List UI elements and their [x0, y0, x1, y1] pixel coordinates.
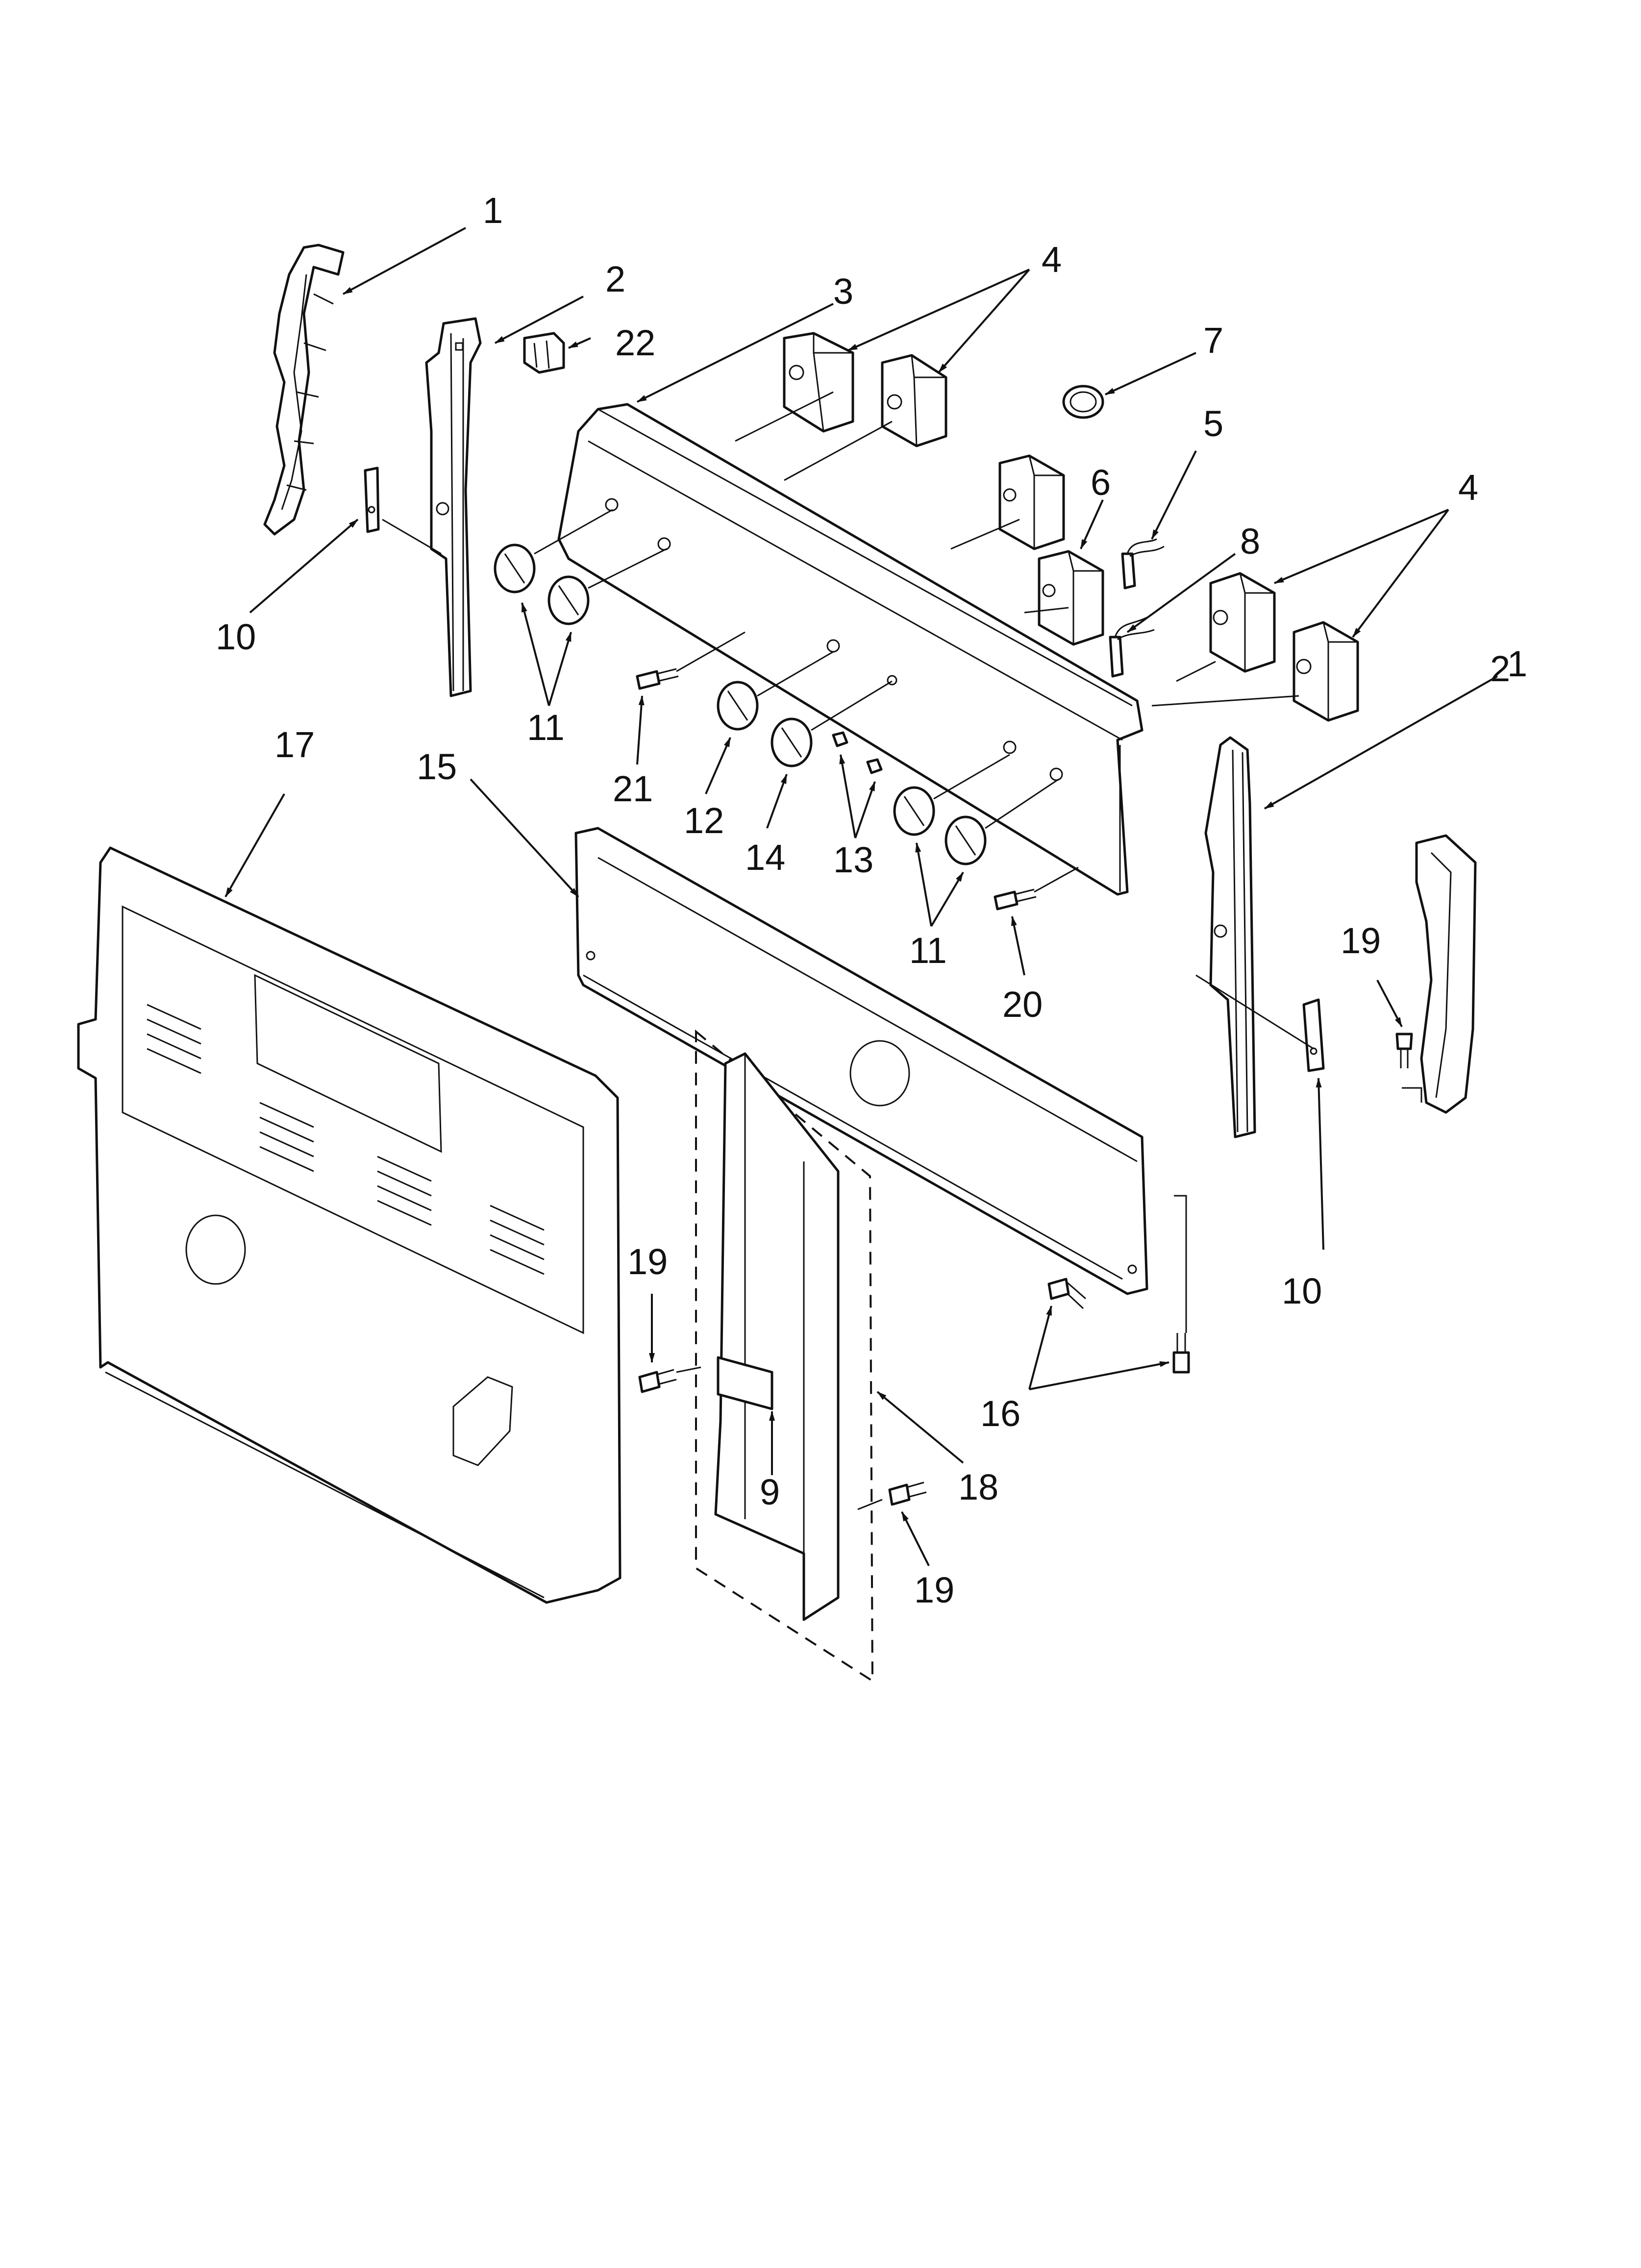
callout-7: 7 — [1203, 320, 1223, 361]
wiring-cover-part — [714, 1052, 840, 1621]
clip-part — [523, 332, 565, 374]
callout-2-right: 2 — [1490, 648, 1510, 689]
leader-lines — [224, 227, 1498, 1566]
small-clip-left-part — [364, 467, 380, 533]
callout-1-right: 1 — [1507, 643, 1527, 684]
screw-19-bottom-part — [888, 1481, 927, 1506]
knob-11-left-a — [494, 543, 536, 593]
callout-10-left: 10 — [216, 616, 256, 657]
callout-22: 22 — [615, 322, 655, 363]
screw-16-upper-part — [1047, 1278, 1086, 1309]
side-bracket-right-part — [1204, 736, 1256, 1138]
screw-16-lower-part — [1172, 1195, 1190, 1374]
callout-9: 9 — [760, 1472, 780, 1512]
callout-15: 15 — [417, 746, 457, 787]
rear-panel-part — [77, 846, 622, 1604]
small-clip-right-part — [1302, 998, 1325, 1072]
end-cap-left-part — [263, 244, 345, 536]
callout-19-right: 19 — [1341, 920, 1381, 961]
wire-harness-upper-part — [1121, 538, 1165, 590]
knob-14 — [771, 717, 813, 767]
infinite-switch-part — [998, 454, 1065, 550]
knob-set — [494, 543, 987, 865]
wire-harness-lower-part — [1109, 616, 1155, 678]
callout-16: 16 — [980, 1393, 1020, 1434]
infinite-switch-lower-part — [1038, 550, 1104, 646]
knob-11-right-a — [893, 786, 935, 836]
callout-19-left: 19 — [627, 1241, 668, 1282]
callout-20: 20 — [1002, 984, 1043, 1025]
callout-4-right: 4 — [1458, 467, 1478, 508]
callout-18: 18 — [958, 1467, 998, 1507]
callout-5: 5 — [1203, 403, 1223, 444]
knob-11-left-b — [547, 575, 590, 625]
knob-12 — [717, 681, 759, 731]
callout-3: 3 — [833, 271, 853, 312]
callout-11-left: 11 — [527, 707, 565, 748]
screw-19-right-part — [1395, 1033, 1422, 1103]
ring-part — [1062, 385, 1104, 419]
control-switch-right-lower-part — [1293, 621, 1359, 722]
callout-19-bottom: 19 — [914, 1570, 954, 1610]
callout-12: 12 — [684, 800, 724, 841]
callout-4-top: 4 — [1042, 239, 1062, 280]
callout-labels: 1 1 2 2 3 4 4 5 6 7 8 9 10 10 11 11 12 1… — [216, 190, 1527, 1610]
control-switch-upper-left-part — [783, 332, 854, 433]
callout-13: 13 — [833, 839, 873, 880]
trim-rail-part — [574, 827, 1148, 1295]
screw-21-part — [636, 668, 679, 690]
callout-2-left: 2 — [605, 259, 625, 299]
screw-20-part — [994, 888, 1037, 911]
side-bracket-left-part — [425, 317, 482, 697]
callout-14: 14 — [745, 837, 785, 878]
indicator-pins-part — [832, 731, 883, 774]
callout-10-right: 10 — [1282, 1271, 1322, 1311]
callout-21: 21 — [613, 768, 653, 809]
callout-6: 6 — [1091, 462, 1111, 503]
callout-1-left: 1 — [483, 190, 503, 231]
end-cap-right-part — [1415, 834, 1477, 1114]
screw-19-left-part — [638, 1369, 677, 1393]
callout-17: 17 — [274, 724, 315, 765]
control-switch-right-upper-part — [1209, 572, 1276, 673]
callout-8: 8 — [1240, 521, 1260, 562]
control-switch-upper-right-part — [881, 354, 947, 447]
callout-11-right: 11 — [909, 930, 947, 971]
control-panel-part — [557, 403, 1144, 896]
knob-11-right-b — [945, 815, 987, 865]
